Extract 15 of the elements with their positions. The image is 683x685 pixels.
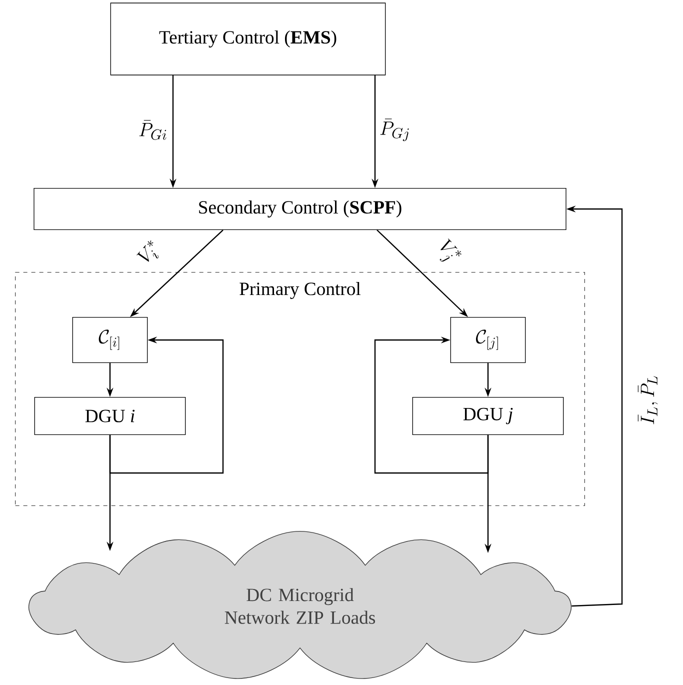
block-box: DGU i [34, 397, 186, 435]
dashed-frame [15, 272, 585, 506]
edge-label: $\bar{P}_{Gj}$ [380, 118, 409, 142]
edge-label: $V_j^*$ [440, 238, 462, 262]
block-box: Secondary Control (SCPF) [34, 188, 566, 230]
edge-label: $\bar{P}_{Gi}$ [139, 120, 166, 140]
edge-label: $V_i^*$ [136, 240, 159, 262]
arrow [374, 336, 489, 474]
controller-box: $\mathcal{C}_{[i]}$ [72, 317, 148, 363]
frame-title: Primary Control [240, 282, 361, 300]
block-box: Tertiary Control (EMS) [110, 2, 386, 76]
controller-box: $\mathcal{C}_{[j]}$ [450, 317, 526, 363]
network-cloud: DC Microgrid Network ZIP Loads [28, 531, 572, 679]
edge-label: $\bar{I}_L,\bar{P}_L$ [638, 376, 658, 424]
block-box: DGU j [412, 397, 564, 435]
